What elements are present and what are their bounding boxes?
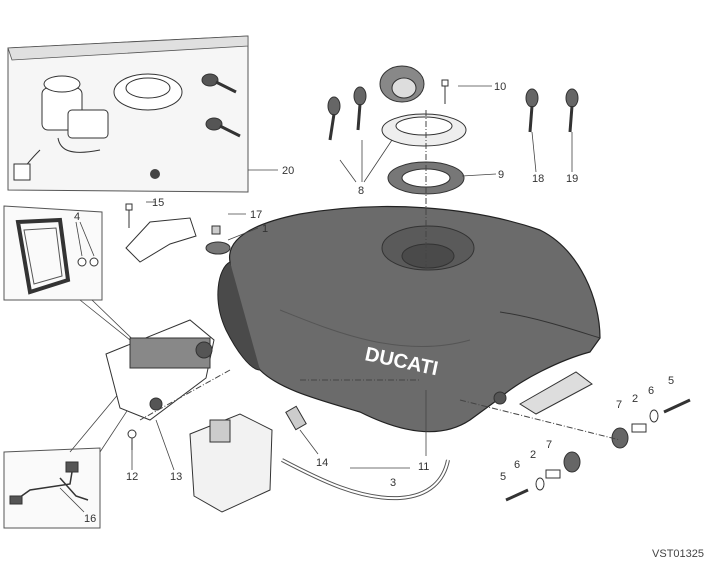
callout-2-right: 2 <box>632 393 638 405</box>
rear-bracket-part <box>493 371 593 415</box>
screw-10-part <box>127 429 137 450</box>
tank-keys-part <box>327 86 579 141</box>
screw-17-part <box>205 225 231 255</box>
callouts: 20 10 9 8 18 19 15 17 1 4 12 13 14 11 3 … <box>74 81 674 525</box>
fastener-stack-left <box>505 451 581 502</box>
callout-2-left: 2 <box>530 449 536 461</box>
callout-5-left: 5 <box>500 471 506 483</box>
callout-14: 10 <box>494 81 506 93</box>
fastener-stack-right <box>611 398 691 449</box>
callout-leaders <box>59 85 573 513</box>
callout-10: 12 <box>126 471 138 483</box>
callout-3: 3 <box>390 477 396 489</box>
callout-6-right: 6 <box>648 385 654 397</box>
callout-13: 9 <box>498 169 504 181</box>
fuel-tank-part: DUCATI <box>217 205 601 433</box>
callout-18: 18 <box>532 173 544 185</box>
callout-15: 11 <box>418 461 429 473</box>
callout-20: 20 <box>282 165 294 177</box>
assembly-lines <box>139 369 621 441</box>
inset-16 <box>3 447 101 529</box>
sensor-8-part <box>285 405 307 431</box>
bracket-9-part <box>125 203 197 263</box>
callout-8: 14 <box>316 457 328 469</box>
screw-14-part <box>441 79 449 104</box>
callout-9: 15 <box>152 197 164 209</box>
grommet-part <box>150 169 160 179</box>
callout-4: 4 <box>74 211 80 223</box>
callout-7-left: 7 <box>546 439 552 451</box>
callout-11: 13 <box>170 471 182 483</box>
inset-20 <box>7 35 249 193</box>
inset-4 <box>3 205 103 301</box>
callout-6-left: 6 <box>514 459 520 471</box>
callout-5-right: 5 <box>668 375 674 387</box>
callout-12: 8 <box>358 185 364 197</box>
fuel-pump-part <box>105 319 215 421</box>
filler-cap-part <box>113 73 183 111</box>
callout-19: 19 <box>566 173 578 185</box>
callout-7-right: 7 <box>616 399 622 411</box>
diagram-code: VST01325 <box>652 548 704 560</box>
callout-16: 16 <box>84 513 96 525</box>
callout-17: 17 <box>250 209 262 221</box>
callout-1: 1 <box>262 223 268 235</box>
canister-part <box>189 413 273 513</box>
ignition-switch-part <box>13 75 109 181</box>
filler-cap-assembly-part <box>379 65 467 147</box>
key-part <box>201 73 241 138</box>
